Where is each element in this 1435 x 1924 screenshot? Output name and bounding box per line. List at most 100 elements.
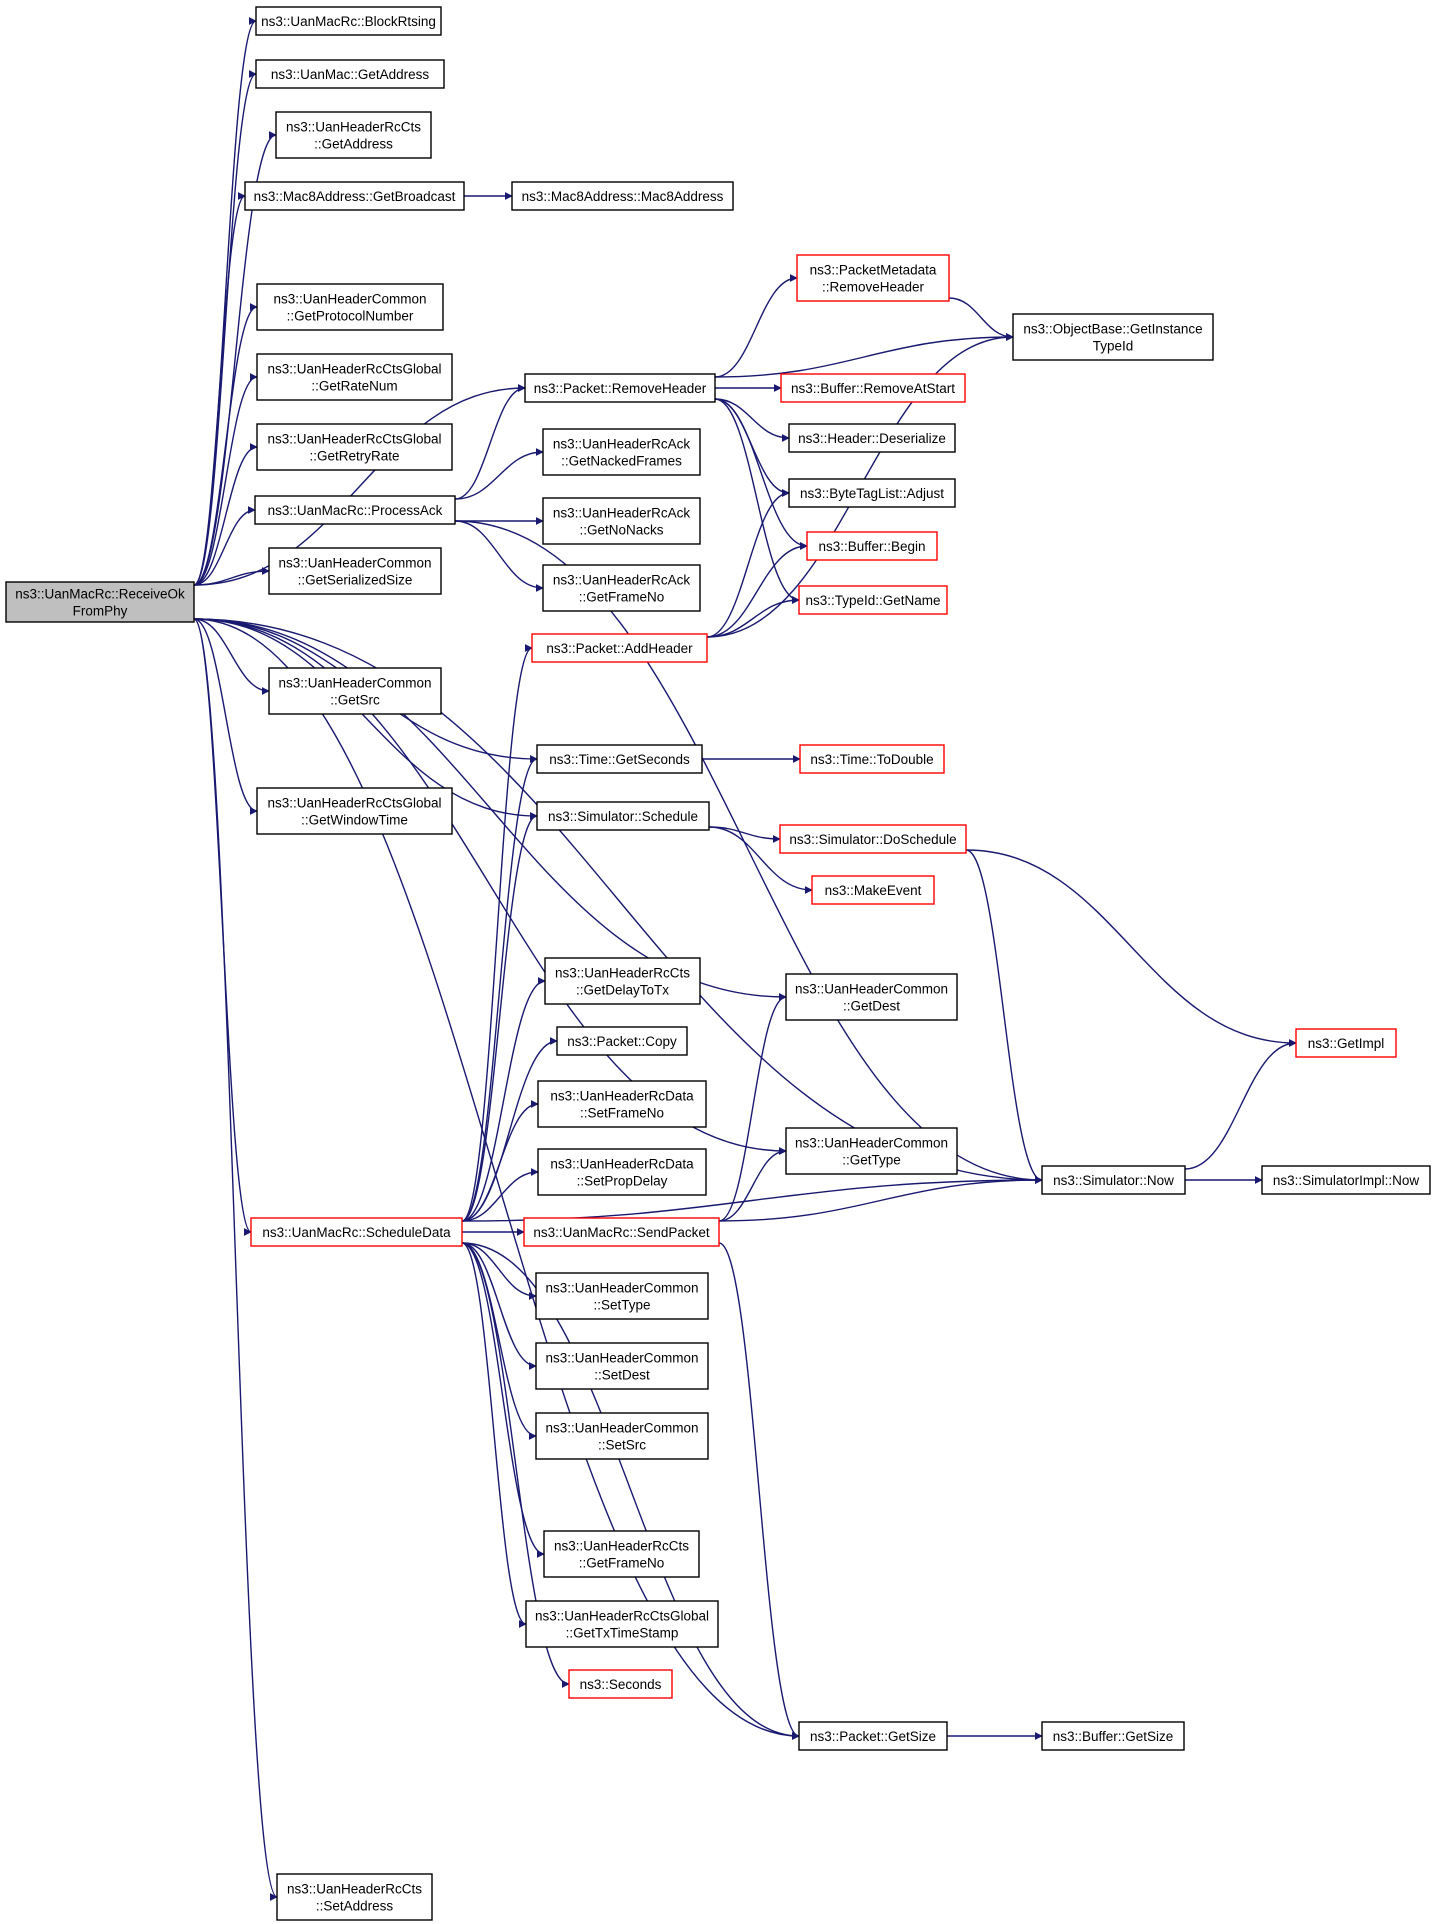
node-label: ns3::UanHeaderCommon xyxy=(795,982,948,997)
edge-receive-to-getsrc xyxy=(193,618,270,695)
node-label: ::GetSrc xyxy=(330,693,380,708)
node-gettxtime[interactable]: ns3::UanHeaderRcCtsGlobal::GetTxTimeStam… xyxy=(525,1600,719,1648)
node-getratenum[interactable]: ns3::UanHeaderRcCtsGlobal::GetRateNum xyxy=(256,353,453,401)
edge-receive-to-getserialized xyxy=(193,567,270,586)
node-setaddress[interactable]: ns3::UanHeaderRcCts::SetAddress xyxy=(276,1873,433,1921)
node-box xyxy=(535,1342,709,1390)
node-label: ns3::UanHeaderCommon xyxy=(545,1421,698,1436)
node-settype[interactable]: ns3::UanHeaderCommon::SetType xyxy=(535,1272,709,1320)
edge-addheader-to-begin xyxy=(706,542,808,638)
node-todouble[interactable]: ns3::Time::ToDouble xyxy=(799,744,945,774)
node-box xyxy=(798,585,948,615)
node-doschedule[interactable]: ns3::Simulator::DoSchedule xyxy=(779,824,967,854)
node-getnacked[interactable]: ns3::UanHeaderRcAck::GetNackedFrames xyxy=(542,428,701,476)
node-box xyxy=(811,875,935,905)
node-label: ns3::Packet::RemoveHeader xyxy=(534,381,707,396)
node-label: ns3::UanHeaderRcCtsGlobal xyxy=(267,362,441,377)
node-getimpl[interactable]: ns3::GetImpl xyxy=(1295,1028,1397,1058)
edge-scheduledata-to-seconds xyxy=(461,1242,570,1688)
node-buffergetsize[interactable]: ns3::Buffer::GetSize xyxy=(1041,1721,1185,1751)
node-scheduledata[interactable]: ns3::UanMacRc::ScheduleData xyxy=(250,1217,463,1247)
node-box xyxy=(806,531,938,561)
node-getserialized[interactable]: ns3::UanHeaderCommon::GetSerializedSize xyxy=(268,547,442,595)
node-label: ns3::MakeEvent xyxy=(825,883,922,898)
edge-receive-to-getretry xyxy=(193,443,258,586)
node-label: ns3::SimulatorImpl::Now xyxy=(1273,1173,1420,1188)
node-processack[interactable]: ns3::UanMacRc::ProcessAck xyxy=(254,495,456,525)
node-blockrts[interactable]: ns3::UanMacRc::BlockRtsing xyxy=(255,6,442,36)
edge-doschedule-to-getimpl xyxy=(965,849,1297,1047)
node-label: ns3::UanHeaderRcCts xyxy=(287,1882,422,1897)
node-adjust[interactable]: ns3::ByteTagList::Adjust xyxy=(788,478,956,508)
node-begin[interactable]: ns3::Buffer::Begin xyxy=(806,531,938,561)
node-getbroadcast[interactable]: ns3::Mac8Address::GetBroadcast xyxy=(244,181,465,211)
node-box xyxy=(250,1217,463,1247)
node-schedule[interactable]: ns3::Simulator::Schedule xyxy=(536,801,710,831)
node-deserialize[interactable]: ns3::Header::Deserialize xyxy=(788,423,956,453)
edge-scheduledata-to-ctsframeno xyxy=(461,1242,545,1558)
node-label: ns3::UanHeaderRcCts xyxy=(554,1539,689,1554)
node-removeatstart[interactable]: ns3::Buffer::RemoveAtStart xyxy=(780,373,966,403)
node-getseconds[interactable]: ns3::Time::GetSeconds xyxy=(536,744,703,774)
node-setsrc[interactable]: ns3::UanHeaderCommon::SetSrc xyxy=(535,1412,709,1460)
node-label: ns3::Time::GetSeconds xyxy=(549,752,690,767)
node-getprotocol[interactable]: ns3::UanHeaderCommon::GetProtocolNumber xyxy=(256,283,444,331)
node-label: ns3::UanHeaderRcData xyxy=(550,1089,694,1104)
node-ackframeno[interactable]: ns3::UanHeaderRcAck::GetFrameNo xyxy=(542,564,701,612)
node-box xyxy=(779,824,967,854)
node-pmremove[interactable]: ns3::PacketMetadata::RemoveHeader xyxy=(796,254,950,302)
node-box xyxy=(542,428,701,476)
node-gettype[interactable]: ns3::UanHeaderCommon::GetType xyxy=(785,1127,958,1175)
node-label: ::GetNackedFrames xyxy=(561,454,682,469)
node-seconds[interactable]: ns3::Seconds xyxy=(568,1669,673,1699)
node-getretry[interactable]: ns3::UanHeaderRcCtsGlobal::GetRetryRate xyxy=(256,423,453,471)
node-box xyxy=(1041,1721,1185,1751)
node-setframeno[interactable]: ns3::UanHeaderRcData::SetFrameNo xyxy=(537,1080,707,1128)
node-makeevent[interactable]: ns3::MakeEvent xyxy=(811,875,935,905)
node-label: ns3::UanHeaderCommon xyxy=(278,556,431,571)
node-label: ns3::GetImpl xyxy=(1308,1036,1385,1051)
edge-scheduledata-to-setpropdelay xyxy=(461,1168,539,1222)
node-box xyxy=(523,1217,720,1247)
node-label: ns3::PacketMetadata xyxy=(810,263,937,278)
edge-scheduledata-to-getdelay xyxy=(461,977,546,1222)
node-box xyxy=(537,1080,707,1128)
node-getnonacks[interactable]: ns3::UanHeaderRcAck::GetNoNacks xyxy=(542,497,701,545)
node-label: ns3::UanHeaderRcAck xyxy=(553,573,691,588)
node-box xyxy=(276,1873,433,1921)
node-getdelay[interactable]: ns3::UanHeaderRcCts::GetDelayToTx xyxy=(544,957,701,1005)
node-setdest[interactable]: ns3::UanHeaderCommon::SetDest xyxy=(535,1342,709,1390)
node-ctsgetaddr[interactable]: ns3::UanHeaderRcCts::GetAddress xyxy=(275,111,432,159)
node-getwindow[interactable]: ns3::UanHeaderRcCtsGlobal::GetWindowTime xyxy=(256,787,453,835)
node-box xyxy=(256,283,444,331)
node-macgetaddr[interactable]: ns3::UanMac::GetAddress xyxy=(255,59,445,89)
node-getsrc[interactable]: ns3::UanHeaderCommon::GetSrc xyxy=(268,667,442,715)
node-sendpacket[interactable]: ns3::UanMacRc::SendPacket xyxy=(523,1217,720,1247)
node-removeheader[interactable]: ns3::Packet::RemoveHeader xyxy=(524,373,716,403)
node-addheader[interactable]: ns3::Packet::AddHeader xyxy=(531,633,708,663)
node-label: ns3::ObjectBase::GetInstance xyxy=(1023,322,1202,337)
edge-receive-to-macgetaddr xyxy=(193,70,257,586)
node-box xyxy=(254,495,456,525)
node-mac8[interactable]: ns3::Mac8Address::Mac8Address xyxy=(511,181,734,211)
edge-addheader-to-typeidname xyxy=(706,596,800,638)
node-setpropdelay[interactable]: ns3::UanHeaderRcData::SetPropDelay xyxy=(537,1148,707,1196)
node-simimplnow[interactable]: ns3::SimulatorImpl::Now xyxy=(1261,1165,1431,1195)
edge-receive-to-getbroadcast xyxy=(193,192,246,586)
node-label: ::GetRetryRate xyxy=(309,449,399,464)
node-pktgetsize[interactable]: ns3::Packet::GetSize xyxy=(798,1721,948,1751)
node-getdest[interactable]: ns3::UanHeaderCommon::GetDest xyxy=(785,973,958,1021)
node-label: ns3::Mac8Address::Mac8Address xyxy=(522,189,724,204)
node-simnow[interactable]: ns3::Simulator::Now xyxy=(1041,1165,1186,1195)
node-ctsframeno[interactable]: ns3::UanHeaderRcCts::GetFrameNo xyxy=(543,1530,700,1578)
node-label: ns3::UanMacRc::ScheduleData xyxy=(262,1225,451,1240)
edge-scheduledata-to-settype xyxy=(461,1242,537,1300)
node-box xyxy=(511,181,734,211)
edge-receive-to-schedule xyxy=(193,618,538,820)
node-typeidname[interactable]: ns3::TypeId::GetName xyxy=(798,585,948,615)
node-label: TypeId xyxy=(1093,339,1134,354)
node-copy[interactable]: ns3::Packet::Copy xyxy=(556,1026,688,1056)
node-box xyxy=(1012,313,1214,361)
